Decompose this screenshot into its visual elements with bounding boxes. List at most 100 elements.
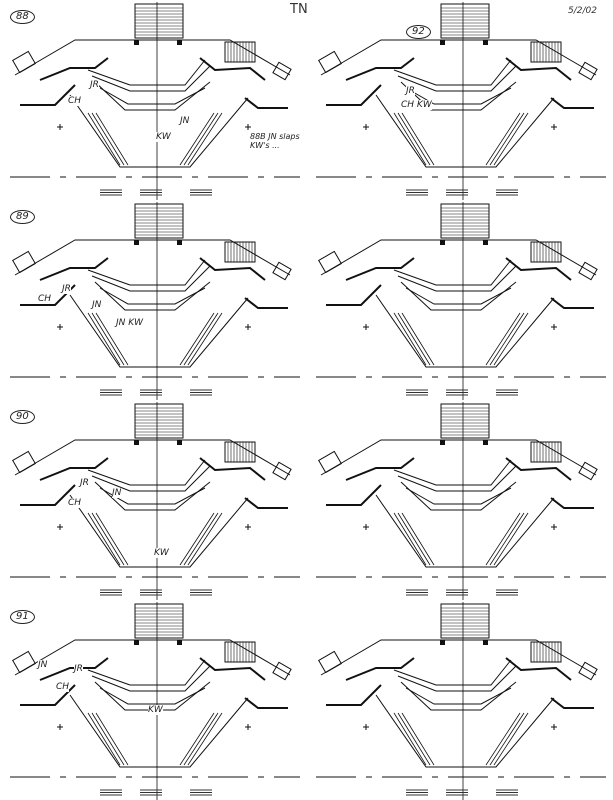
post xyxy=(177,440,182,445)
right-stair-unit xyxy=(272,261,292,281)
upstage-stairs xyxy=(134,603,184,639)
left-steps xyxy=(401,712,435,766)
post xyxy=(483,640,488,645)
left-steps xyxy=(91,312,125,366)
actor-label: JN xyxy=(92,300,102,310)
right-steps xyxy=(493,112,529,166)
left-steps xyxy=(91,112,125,166)
stage-panel xyxy=(306,200,612,400)
upper-ramp xyxy=(393,59,512,86)
upper-ramp-inner xyxy=(91,265,211,292)
cue-number: 90 xyxy=(10,410,35,424)
right-platform-edge xyxy=(505,257,572,281)
stage-plan xyxy=(316,202,606,400)
upstage-stairs xyxy=(134,403,184,439)
left-steps xyxy=(87,512,121,566)
left-stair-unit xyxy=(12,650,36,674)
right-stair-unit xyxy=(272,661,292,681)
left-steps xyxy=(397,312,431,366)
left-lower-edge xyxy=(326,484,382,506)
right-steps xyxy=(489,512,525,566)
actor-label: CH xyxy=(68,96,82,106)
right-stair-unit xyxy=(578,461,598,481)
left-steps xyxy=(87,312,121,366)
right-steps xyxy=(183,712,219,766)
post xyxy=(440,240,445,245)
cue-number: 91 xyxy=(10,610,35,624)
left-lower-edge xyxy=(326,684,382,706)
date: 5/2/02 xyxy=(568,6,597,16)
lower-ramp-inner xyxy=(99,687,206,705)
right-lower-edge xyxy=(244,697,288,709)
right-platform-edge xyxy=(505,457,572,481)
upper-ramp-inner xyxy=(91,65,211,92)
downstage-apron xyxy=(375,94,555,168)
left-stair-unit xyxy=(318,450,342,474)
lower-ramp xyxy=(400,481,517,511)
right-stair-unit xyxy=(578,661,598,681)
back-wall xyxy=(14,39,291,76)
upper-ramp xyxy=(87,59,206,86)
actor-label: KW xyxy=(154,548,169,558)
left-steps xyxy=(401,512,435,566)
back-wall xyxy=(14,439,291,476)
actor-label: CH KW xyxy=(401,100,432,110)
upstage-stairs xyxy=(440,603,490,639)
right-steps xyxy=(187,712,223,766)
stage-plan xyxy=(316,402,606,600)
left-steps xyxy=(91,712,125,766)
left-platform-edge xyxy=(39,57,109,81)
right-steps xyxy=(187,512,223,566)
left-platform-edge xyxy=(345,657,415,681)
left-steps xyxy=(393,312,427,366)
left-platform-edge xyxy=(345,457,415,481)
right-steps xyxy=(489,712,525,766)
lower-ramp xyxy=(400,681,517,711)
actor-label: JN KW xyxy=(116,318,144,328)
right-stair-unit xyxy=(578,61,598,81)
right-steps xyxy=(179,512,215,566)
stage-panel xyxy=(306,600,612,800)
left-stair-unit xyxy=(12,250,36,274)
right-steps xyxy=(493,712,529,766)
lower-ramp xyxy=(400,281,517,311)
post xyxy=(134,40,139,45)
post xyxy=(134,240,139,245)
back-wall xyxy=(320,639,597,676)
initials: TN xyxy=(290,2,308,17)
post xyxy=(177,240,182,245)
left-steps xyxy=(397,112,431,166)
post xyxy=(134,440,139,445)
left-lower-edge xyxy=(326,84,382,106)
upper-ramp xyxy=(87,459,206,486)
lower-ramp-inner xyxy=(99,287,206,305)
actor-label: JR xyxy=(406,86,415,96)
upstage-stairs xyxy=(134,203,184,239)
left-stair-unit xyxy=(318,50,342,74)
upstage-stairs xyxy=(440,403,490,439)
actor-label: JR xyxy=(74,664,83,674)
actor-label: CH xyxy=(38,294,52,304)
left-steps xyxy=(393,512,427,566)
stage-plan xyxy=(10,602,300,800)
left-steps xyxy=(393,712,427,766)
left-steps xyxy=(397,712,431,766)
upper-ramp-inner xyxy=(397,65,517,92)
right-platform-edge xyxy=(199,257,266,281)
lower-ramp-inner xyxy=(405,287,512,305)
lower-ramp-inner xyxy=(405,487,512,505)
post xyxy=(483,440,488,445)
back-wall xyxy=(14,239,291,276)
downstage-apron xyxy=(69,694,249,768)
downstage-apron xyxy=(69,294,249,368)
right-steps xyxy=(183,112,219,166)
right-steps xyxy=(187,112,223,166)
right-steps xyxy=(489,312,525,366)
back-wall xyxy=(320,239,597,276)
downstage-apron xyxy=(375,694,555,768)
right-platform-edge xyxy=(199,457,266,481)
upstage-stairs xyxy=(440,3,490,39)
